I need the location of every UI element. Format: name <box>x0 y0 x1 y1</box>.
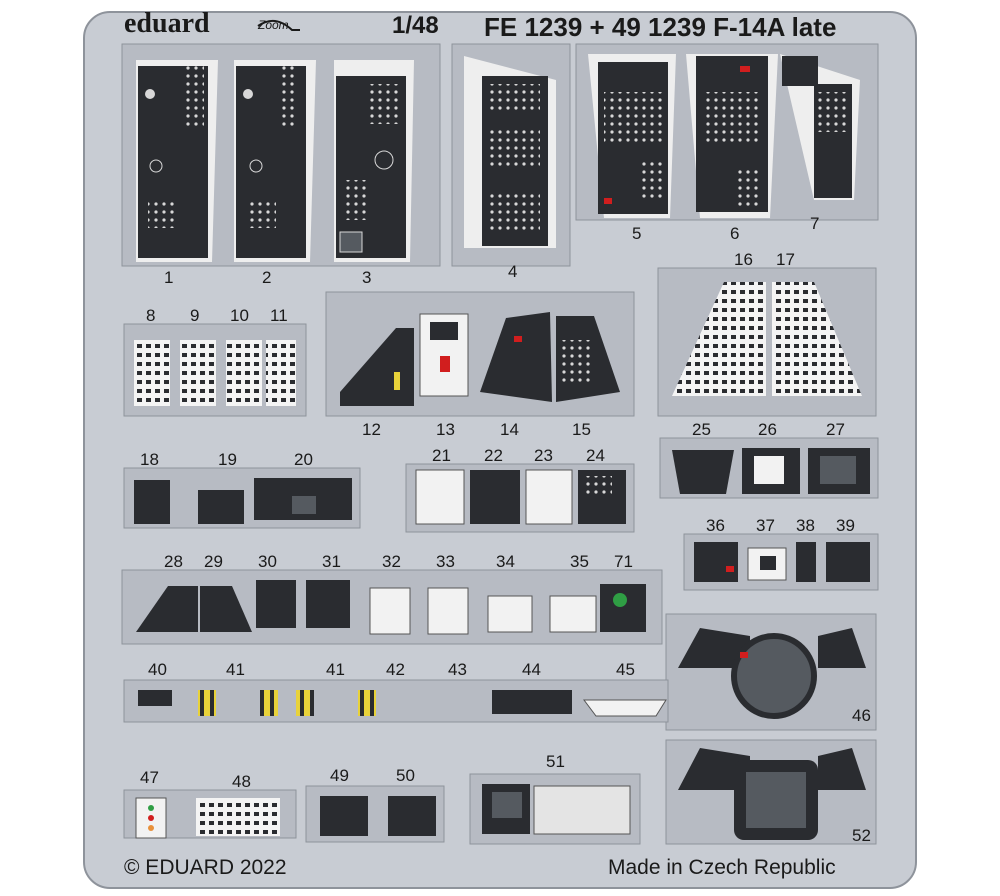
sheet-title: FE 1239 + 49 1239 F-14A late <box>484 12 837 42</box>
part-label: 20 <box>294 450 313 469</box>
part-label: 12 <box>362 420 381 439</box>
part-label: 45 <box>616 660 635 679</box>
part-label: 28 <box>164 552 183 571</box>
part-label: 51 <box>546 752 565 771</box>
part-group-16-17 <box>657 267 877 417</box>
part-label: 44 <box>522 660 541 679</box>
zoom-logo-text: Zoom <box>258 18 289 32</box>
part-group-36-39 <box>683 533 879 591</box>
part-group-40-45 <box>123 679 669 723</box>
part-group-46 <box>665 613 877 731</box>
part-label: 22 <box>484 446 503 465</box>
part-label: 29 <box>204 552 223 571</box>
part-label: 10 <box>230 306 249 325</box>
part-label: 7 <box>810 214 820 233</box>
part-label: 36 <box>706 516 725 535</box>
copyright-text: © EDUARD 2022 <box>124 856 287 879</box>
part-label: 23 <box>534 446 553 465</box>
part-label: 5 <box>632 224 642 243</box>
part-label: 49 <box>330 766 349 785</box>
part-label: 4 <box>508 262 518 281</box>
brand-logo: eduard <box>124 8 210 39</box>
part-label: 11 <box>270 306 288 325</box>
part-label: 41 <box>326 660 345 679</box>
part-group-18-20 <box>123 467 361 529</box>
part-label: 32 <box>382 552 401 571</box>
part-label: 47 <box>140 768 159 787</box>
part-group-51 <box>469 773 641 845</box>
part-label: 71 <box>614 552 633 571</box>
part-label: 6 <box>730 224 740 243</box>
part-label: 21 <box>432 446 451 465</box>
part-group-12-15 <box>325 291 635 417</box>
part-group-21-24 <box>405 463 635 533</box>
part-label: 39 <box>836 516 855 535</box>
part-group-4 <box>451 43 571 267</box>
part-group-1-3 <box>121 43 441 267</box>
part-label: 9 <box>190 306 200 325</box>
part-group-52 <box>665 739 877 845</box>
part-label: 2 <box>262 268 272 287</box>
part-label: 13 <box>436 420 455 439</box>
part-label: 15 <box>572 420 591 439</box>
part-label: 46 <box>852 706 871 725</box>
part-label: 19 <box>218 450 237 469</box>
part-label: 35 <box>570 552 589 571</box>
part-label: 1 <box>164 268 174 287</box>
part-label: 37 <box>756 516 775 535</box>
part-label: 16 <box>734 250 753 269</box>
part-group-25-27 <box>659 437 879 499</box>
part-label: 14 <box>500 420 519 439</box>
part-label: 18 <box>140 450 159 469</box>
part-label: 52 <box>852 826 871 845</box>
part-label: 42 <box>386 660 405 679</box>
part-label: 27 <box>826 420 845 439</box>
part-label: 34 <box>496 552 515 571</box>
part-label: 30 <box>258 552 277 571</box>
part-group-28-35 <box>121 569 663 645</box>
part-label: 31 <box>322 552 341 571</box>
part-label: 26 <box>758 420 777 439</box>
part-label: 33 <box>436 552 455 571</box>
scale-label: 1/48 <box>392 12 439 39</box>
part-label: 50 <box>396 766 415 785</box>
part-label: 17 <box>776 250 795 269</box>
part-label: 40 <box>148 660 167 679</box>
origin-text: Made in Czech Republic <box>608 856 836 879</box>
part-group-49-50 <box>305 785 445 843</box>
part-label: 25 <box>692 420 711 439</box>
part-label: 38 <box>796 516 815 535</box>
part-label: 48 <box>232 772 251 791</box>
zoom-logo-icon <box>257 19 300 31</box>
part-label: 24 <box>586 446 605 465</box>
part-group-8-11 <box>123 323 307 417</box>
part-group-5-7 <box>575 43 879 221</box>
part-group-47-48 <box>123 789 297 839</box>
part-label: 8 <box>146 306 156 325</box>
part-label: 43 <box>448 660 467 679</box>
part-label: 3 <box>362 268 372 287</box>
part-label: 41 <box>226 660 245 679</box>
